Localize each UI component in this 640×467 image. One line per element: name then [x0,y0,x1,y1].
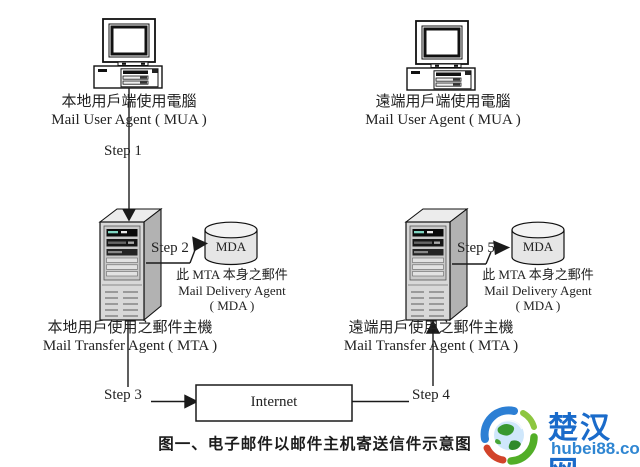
local-mda-note-zh: 此 MTA 本身之郵件 [176,267,288,282]
watermark-site-name: 楚汉网 [548,412,612,467]
step1-label: Step 1 [104,143,142,159]
step1-arrowhead [122,209,136,222]
remote-mta-title-en: Mail Transfer Agent ( MTA ) [343,338,519,354]
internet-box [195,384,353,422]
local-computer-icon [92,17,164,90]
flow-arrows [122,88,511,409]
remote-mda-note-en: Mail Delivery Agent [484,283,592,298]
step4-arrowhead [425,319,441,334]
globe-icon [480,406,538,465]
local-mta-title-en: Mail Transfer Agent ( MTA ) [42,338,218,354]
step4-label: Step 4 [412,387,450,403]
remote-mua-title-en: Mail User Agent ( MUA ) [365,112,521,128]
step2-arrow-bend [189,249,196,264]
remote-mda-cylinder-label: MDA [522,239,554,254]
local-mail-server-icon [99,208,162,321]
remote-mda-note-abbr: ( MDA ) [515,298,561,313]
local-mua-title-en: Mail User Agent ( MUA ) [51,112,207,128]
local-mda-note-en: Mail Delivery Agent [178,283,286,298]
step3-label: Step 3 [104,387,142,403]
watermark-site-url: hubei88.com [551,439,640,458]
step2-label: Step 2 [151,240,189,256]
internet-label: Internet [250,394,298,410]
step2-arrowhead [192,236,209,252]
step5-label: Step 5 [457,240,495,256]
step3-arrowhead [184,394,199,409]
figure-caption: 图一、电子邮件以邮件主机寄送信件示意图 [158,436,472,453]
local-mua-title-zh: 本地用戶端使用電腦 [61,94,197,110]
remote-computer-icon [405,19,477,92]
local-mda-cylinder-label: MDA [215,239,247,254]
step5-arrowhead [493,240,511,256]
local-mta-title-zh: 本地用戶使用之郵件主機 [47,320,213,336]
local-mda-note-abbr: ( MDA ) [209,298,255,313]
remote-mua-title-zh: 遠端用戶端使用電腦 [375,94,511,110]
remote-mta-title-zh: 遠端用戶使用之郵件主機 [348,320,514,336]
remote-mda-note-zh: 此 MTA 本身之郵件 [482,267,594,282]
step5-arrow-bend [485,251,492,265]
